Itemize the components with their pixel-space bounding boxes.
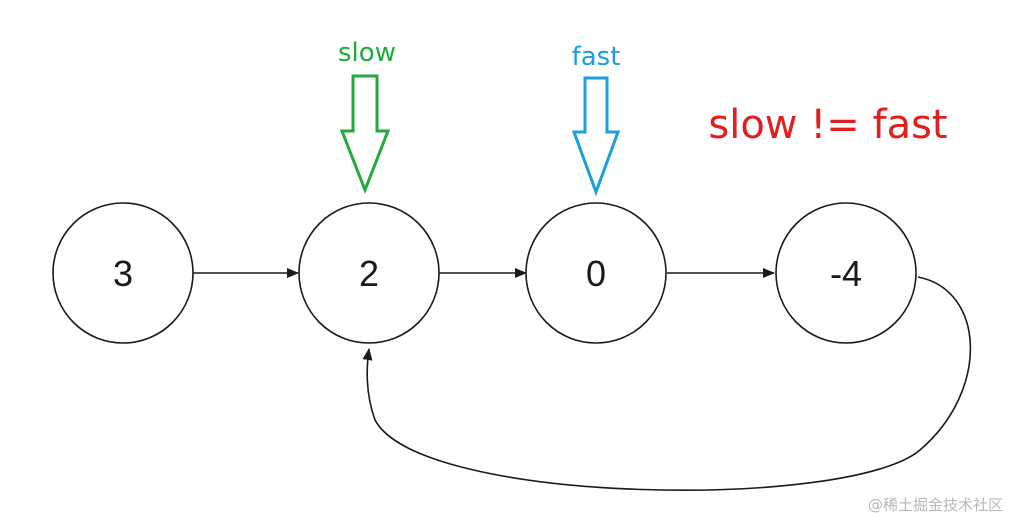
- list-node-0: 3: [52, 202, 194, 344]
- node-value: 0: [586, 253, 606, 294]
- node-circle: [775, 202, 917, 344]
- node-value: 3: [113, 253, 133, 294]
- node-circle: [525, 202, 667, 344]
- watermark: @稀土掘金技术社区: [867, 496, 1003, 514]
- fast-pointer-label: fast: [572, 42, 621, 72]
- node-value: 2: [359, 253, 379, 294]
- slow-pointer-label: slow: [338, 38, 396, 68]
- slow-pointer-arrow-icon: [339, 74, 391, 195]
- cycle-arrow-neg4-to-2: [362, 276, 972, 491]
- condition-label: slow != fast: [708, 102, 947, 148]
- list-node-2: 0: [525, 202, 667, 344]
- node-circle: [52, 202, 194, 344]
- node-value: -4: [830, 253, 862, 294]
- list-node-1: 2: [298, 202, 440, 344]
- fast-pointer-arrow-icon: [571, 76, 621, 197]
- list-node-3: -4: [775, 202, 917, 344]
- node-circle: [298, 202, 440, 344]
